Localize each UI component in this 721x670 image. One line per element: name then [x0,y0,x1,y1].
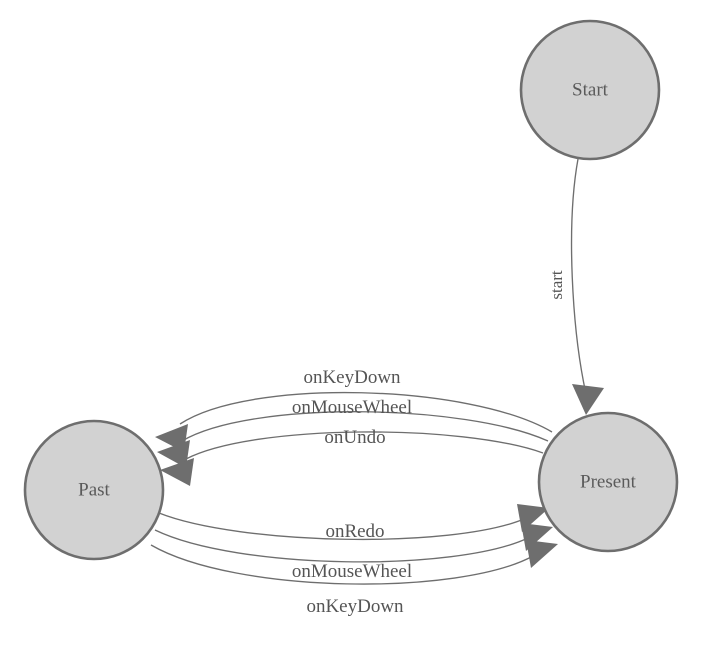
edge-label-present-past-mousewheel: onMouseWheel [292,397,412,418]
node-start-circle[interactable] [519,19,661,161]
edge-past-to-present-redo[interactable]: onRedo [158,504,549,542]
edge-label-present-past-undo: onUndo [324,427,385,448]
node-start-label: Start [572,79,609,100]
edge-present-to-past-keydown-path [179,391,553,433]
edge-past-to-present-redo-path [158,512,525,541]
edge-present-to-past-undo-arrowhead [160,458,194,486]
node-past[interactable]: Past [23,419,165,561]
edge-present-to-past-undo-path [185,431,544,460]
edge-past-to-present-keydown-arrowhead [526,540,558,568]
edge-label-start: start [547,270,566,300]
edge-start-to-present-path [570,158,587,395]
node-present-circle[interactable] [537,411,679,553]
edge-start-to-present-arrowhead [572,384,604,415]
edge-present-to-past-undo[interactable]: onUndo [160,427,544,486]
edge-present-to-past-mousewheel[interactable]: onMouseWheel [157,397,549,468]
edge-label-past-present-mousewheel: onMouseWheel [292,561,412,582]
edge-present-to-past-mousewheel-arrowhead [157,440,190,468]
node-present-label: Present [580,471,637,492]
edge-label-past-present-keydown: onKeyDown [306,596,404,617]
edge-past-to-present-mousewheel-path [154,529,529,563]
edge-present-to-past-mousewheel-path [181,411,549,442]
node-present[interactable]: Present [537,411,679,553]
edge-past-to-present-keydown-path [150,544,534,585]
node-start[interactable]: Start [519,19,661,161]
node-past-circle[interactable] [23,419,165,561]
edge-label-present-past-keydown: onKeyDown [303,367,401,388]
edge-label-past-present-redo: onRedo [325,521,384,542]
edge-start-to-present[interactable]: start [547,158,604,415]
node-past-label: Past [78,479,110,500]
edge-past-to-present-keydown[interactable]: onKeyDown [150,540,558,617]
